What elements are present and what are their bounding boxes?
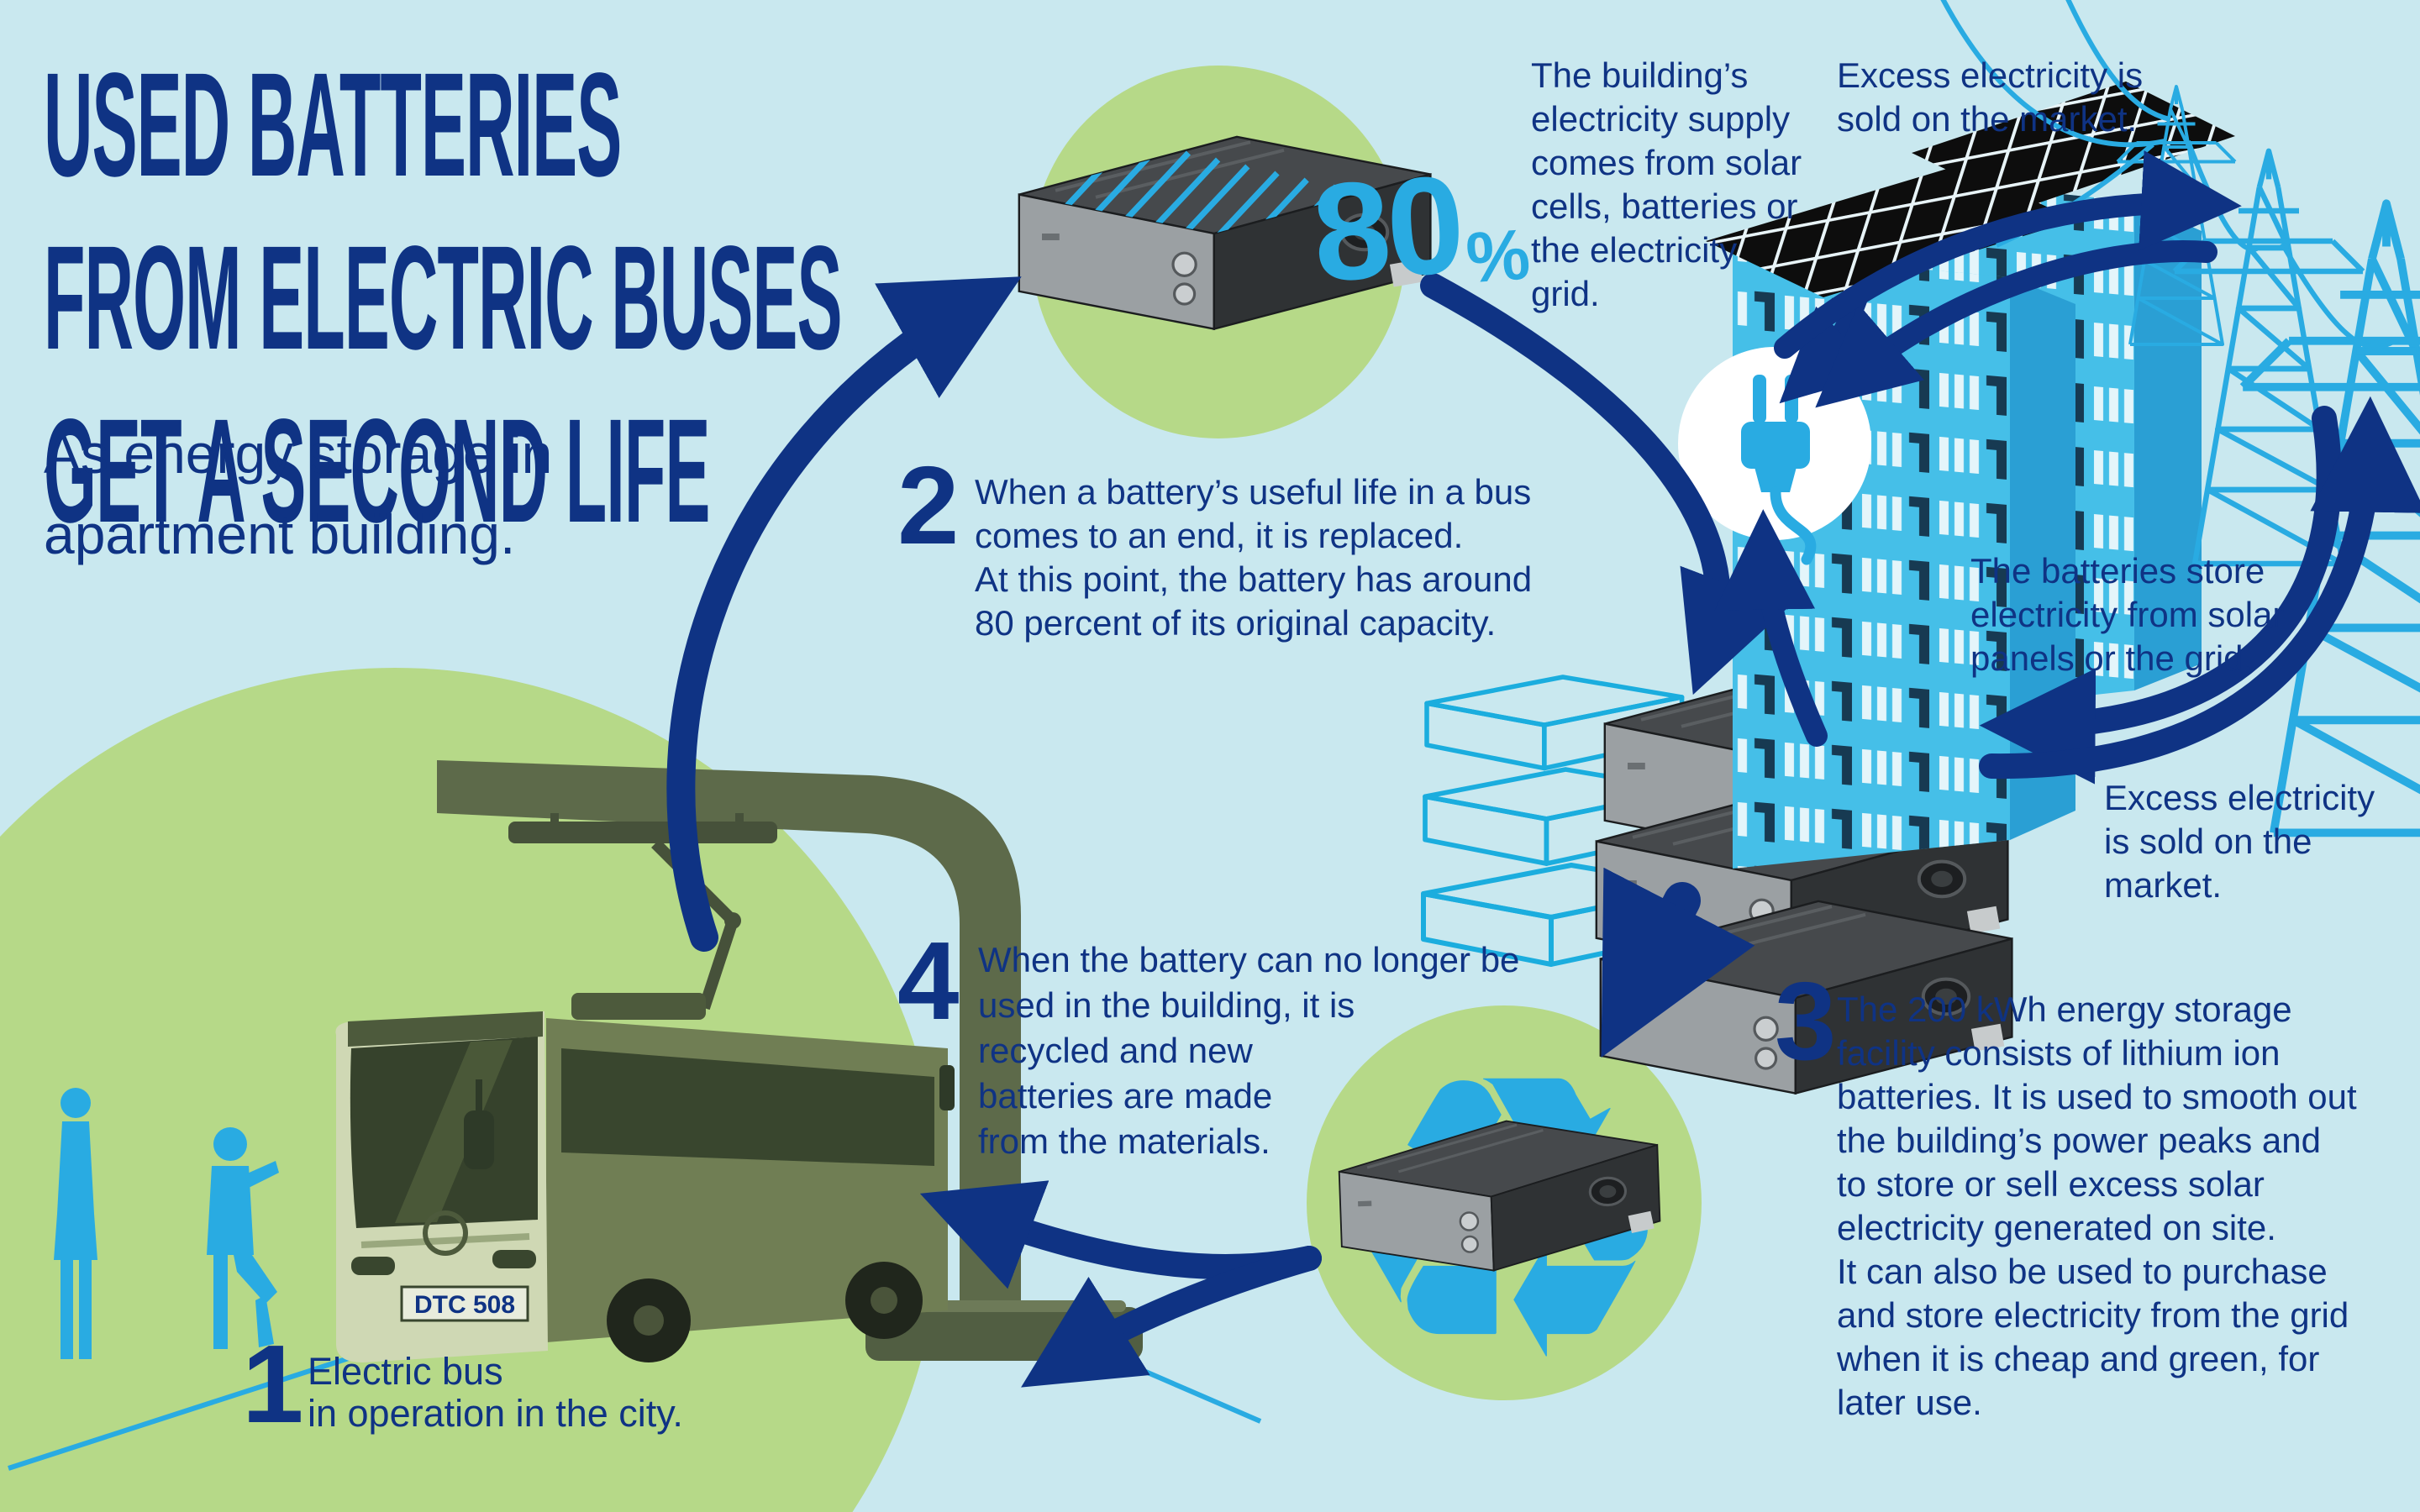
title-line-3: GET A SECOND LIFE	[44, 389, 710, 554]
person-icon	[207, 1127, 279, 1349]
step-4-number: 4	[897, 919, 960, 1042]
battery-capacity-label: 80%	[1292, 125, 1533, 329]
bus-battery-icon	[1019, 137, 1485, 329]
step-1-number: 1	[242, 1322, 304, 1446]
step-3-number: 3	[1775, 959, 1837, 1083]
arrow-building-to-market	[1774, 150, 2242, 359]
title-line-1: USED BATTERIES	[44, 43, 622, 207]
solar-panel-icon	[1706, 165, 2075, 297]
license-plate	[400, 1285, 529, 1322]
bus-mirror	[464, 1110, 494, 1169]
title-line-2: FROM ELECTRIC BUSES	[44, 216, 842, 381]
bus-logo	[423, 1210, 468, 1256]
capacity-unit: %	[1463, 214, 1533, 299]
page-title: USED BATTERIES FROM ELECTRIC BUSES GET A…	[44, 24, 1778, 573]
license-plate-text: DTC 508	[414, 1291, 515, 1319]
road-line	[1134, 1365, 1262, 1424]
arrow-bus-to-battery	[666, 276, 1022, 952]
bus-headlight	[492, 1250, 536, 1268]
arrow-grid-to-building	[1815, 240, 2217, 408]
step-2-number: 2	[897, 444, 960, 567]
electric-bus: DTC 508	[335, 993, 955, 1362]
arrow-storage-to-recycle	[1601, 867, 1755, 1058]
capacity-value: 80	[1307, 146, 1466, 311]
bus-headlight	[351, 1257, 395, 1275]
arrow-storage-to-market	[1979, 396, 2420, 780]
arrow-storage-to-building	[1714, 509, 1828, 747]
arrow-recycle-out	[1021, 1246, 1322, 1388]
person-icon	[54, 1088, 97, 1359]
